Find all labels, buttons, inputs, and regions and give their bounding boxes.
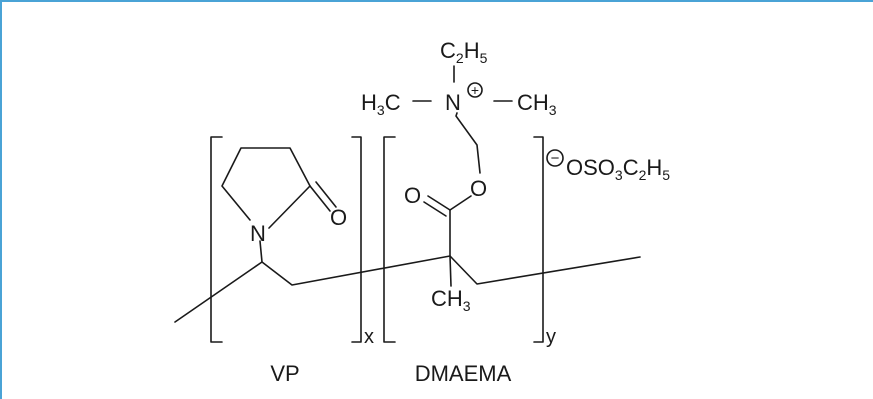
backbone-methyl-label: CH3 — [431, 286, 471, 314]
minus-charge-symbol: − — [551, 150, 560, 167]
polymer-backbone — [174, 255, 641, 323]
ring-bond-n-c — [268, 185, 311, 229]
counterion-ethylsulfate: OSO3C2H5 — [566, 155, 670, 183]
plus-charge-circle — [467, 82, 483, 98]
plus-charge-symbol: + — [471, 82, 479, 98]
left-methyl-group: H3C — [361, 90, 401, 118]
ester-carbonyl-oxygen-label: O — [404, 183, 421, 208]
n-to-backbone-bond — [259, 240, 263, 263]
minus-charge-circle — [546, 149, 564, 167]
bracket-left-dmaema — [383, 136, 396, 343]
ester-carbonyl-bond-2 — [423, 201, 447, 217]
right-methyl-group: CH3 — [517, 90, 557, 118]
ring-nitrogen-label: N — [250, 221, 266, 246]
unit-label-dmaema: DMAEMA — [415, 361, 512, 386]
bracket-right-dmaema — [533, 136, 544, 343]
ethyl-top-group: C2H5 — [440, 38, 488, 66]
ester-o-link-bond — [449, 195, 472, 211]
ring-carbonyl-oxygen-label: O — [330, 205, 347, 230]
ethylene-linker — [455, 112, 481, 174]
ester-link-oxygen-label: O — [470, 176, 487, 201]
bracket-left-vp — [210, 136, 223, 343]
carbonyl-bond-ring-1 — [309, 185, 331, 212]
bracket-right-vp — [351, 136, 362, 343]
repeat-subscript-x: x — [364, 326, 374, 348]
pyrrolidone-ring — [221, 147, 311, 221]
repeat-subscript-y: y — [546, 326, 556, 348]
unit-label-vp: VP — [270, 361, 299, 386]
quaternary-nitrogen: N — [445, 90, 461, 115]
ester-carbonyl-bond-1 — [427, 195, 451, 211]
carbonyl-bond-ring-2 — [315, 181, 337, 208]
backbone-methyl-bond — [449, 255, 452, 287]
